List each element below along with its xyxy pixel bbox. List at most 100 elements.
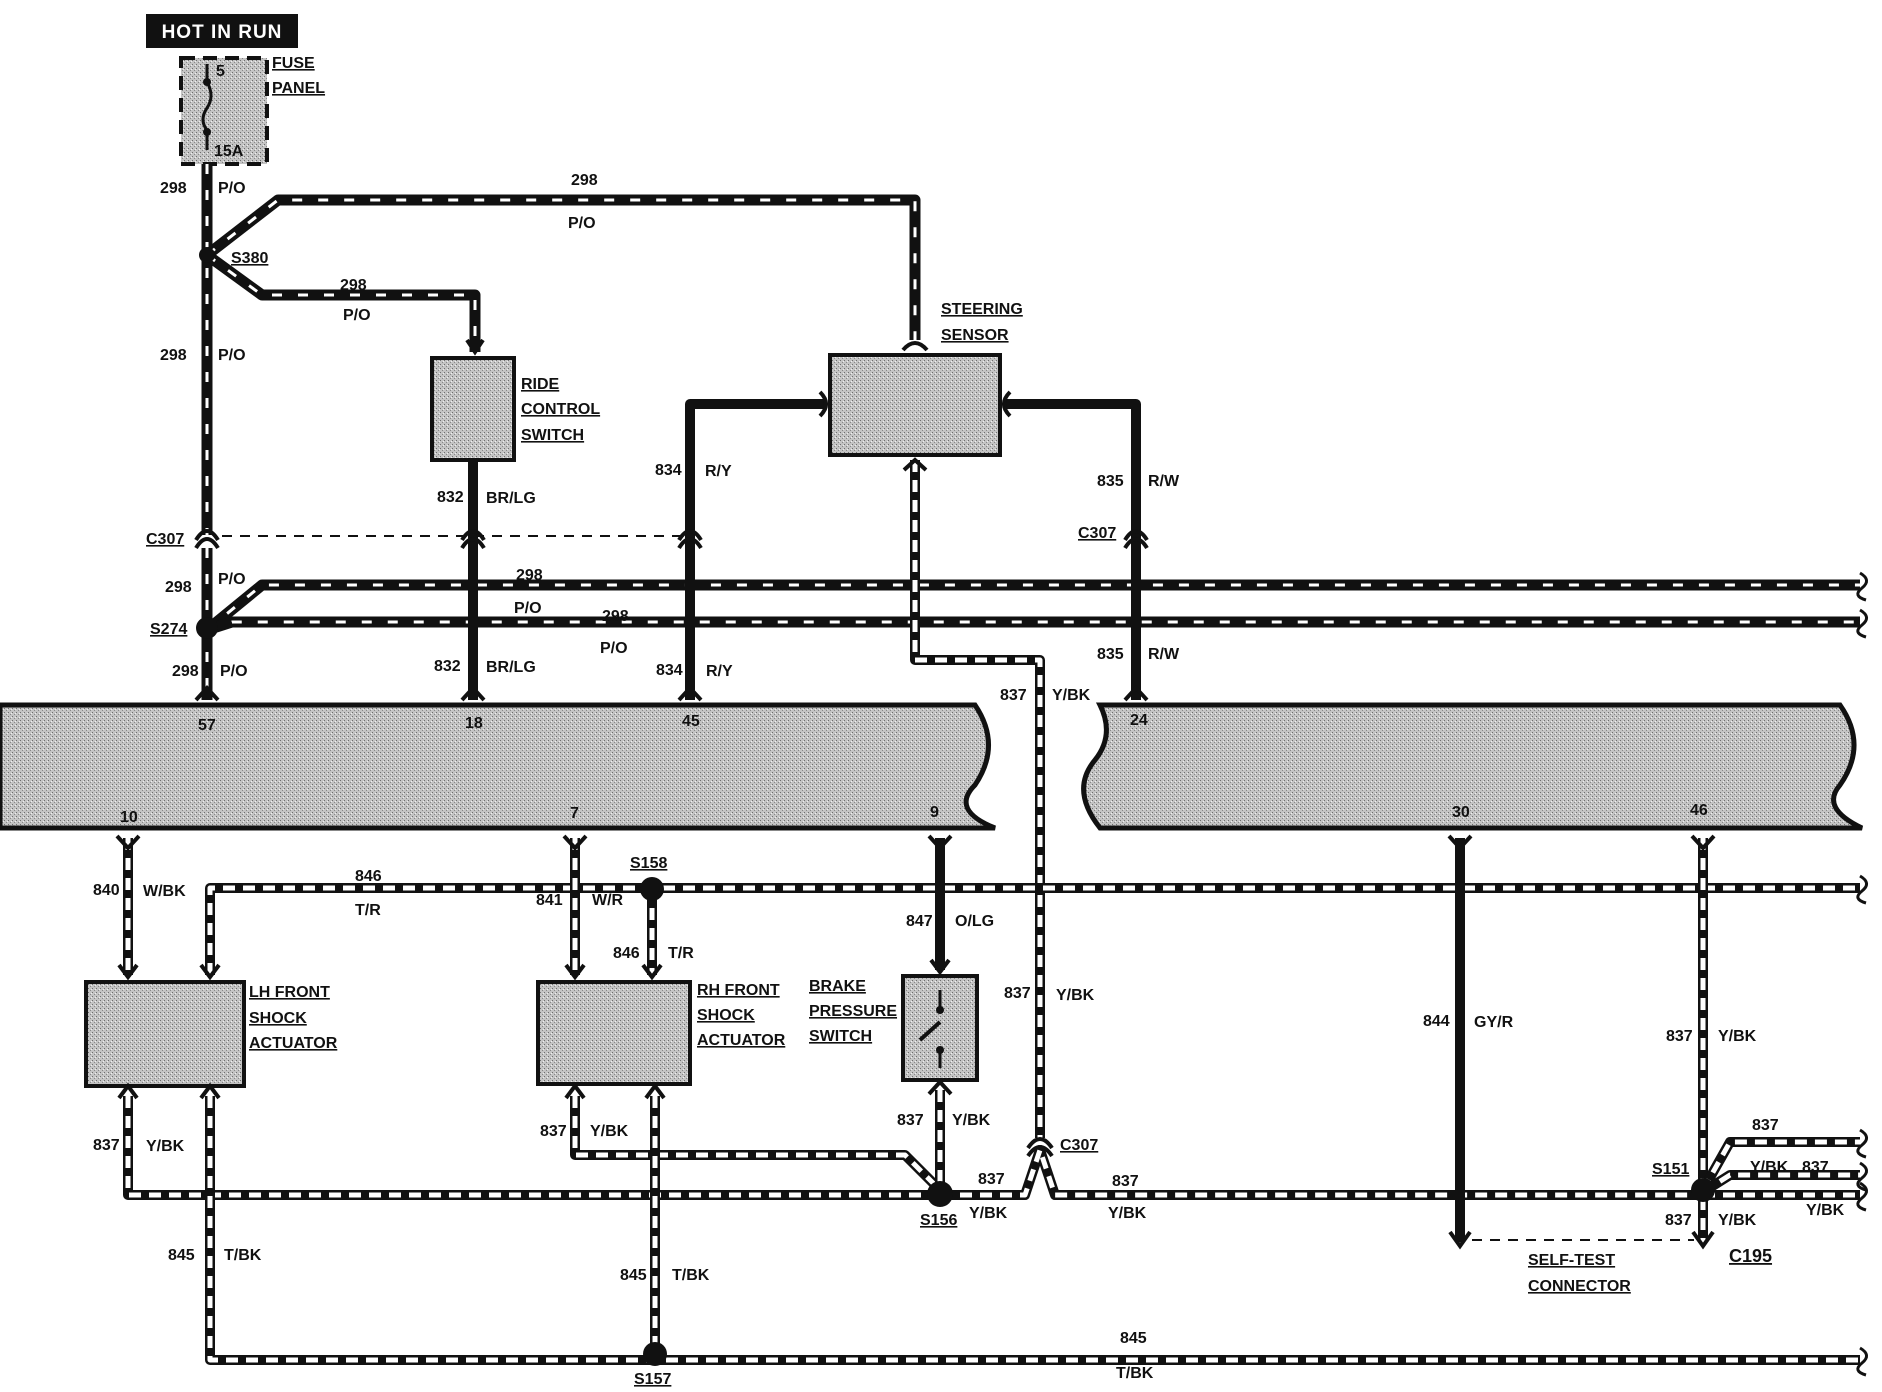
svg-text:C307: C307 <box>146 531 184 548</box>
svg-text:ACTUATOR: ACTUATOR <box>697 1032 786 1049</box>
svg-text:P/O: P/O <box>218 180 246 197</box>
svg-text:BRAKE: BRAKE <box>809 978 866 995</box>
svg-text:SELF-TEST: SELF-TEST <box>1528 1252 1615 1269</box>
svg-text:R/Y: R/Y <box>705 463 732 480</box>
circuit-841: 841 W/R <box>536 834 624 981</box>
splice-s158 <box>640 877 664 901</box>
svg-text:847: 847 <box>906 913 933 930</box>
svg-text:837: 837 <box>897 1112 924 1129</box>
svg-text:C307: C307 <box>1078 525 1116 542</box>
svg-text:837: 837 <box>1665 1212 1692 1229</box>
svg-text:S380: S380 <box>231 250 268 267</box>
svg-text:837: 837 <box>1666 1028 1693 1045</box>
circuit-298-feed: S380 298 P/O 298 P/O 298 P/O 298 P/O <box>160 164 921 535</box>
svg-text:T/R: T/R <box>668 945 694 962</box>
circuit-845: S157 845 T/BK 845 T/BK 845 T/BK <box>168 1082 1868 1388</box>
svg-text:Y/BK: Y/BK <box>1718 1212 1757 1229</box>
svg-text:P/O: P/O <box>568 215 596 232</box>
svg-text:W/BK: W/BK <box>143 883 186 900</box>
fuse-panel: 5 15A FUSE PANEL <box>179 55 325 166</box>
svg-text:P/O: P/O <box>343 307 371 324</box>
svg-text:RIDE: RIDE <box>521 376 560 393</box>
svg-text:GY/R: GY/R <box>1474 1014 1514 1031</box>
svg-text:Y/BK: Y/BK <box>1750 1159 1789 1176</box>
svg-text:835: 835 <box>1097 646 1124 663</box>
svg-text:Y/BK: Y/BK <box>590 1123 629 1140</box>
svg-text:SHOCK: SHOCK <box>249 1010 307 1027</box>
svg-text:P/O: P/O <box>218 347 246 364</box>
svg-text:T/R: T/R <box>355 902 381 919</box>
svg-text:LH FRONT: LH FRONT <box>249 984 330 1001</box>
svg-text:S274: S274 <box>150 621 187 638</box>
svg-text:SHOCK: SHOCK <box>697 1007 755 1024</box>
svg-text:R/W: R/W <box>1148 646 1180 663</box>
svg-text:10: 10 <box>120 809 138 826</box>
svg-text:298: 298 <box>516 567 543 584</box>
svg-text:SWITCH: SWITCH <box>521 427 584 444</box>
hot-in-run-banner: HOT IN RUN <box>146 14 298 48</box>
svg-text:837: 837 <box>1004 985 1031 1002</box>
svg-text:PANEL: PANEL <box>272 80 325 97</box>
svg-text:P/O: P/O <box>220 663 248 680</box>
svg-text:7: 7 <box>570 805 579 822</box>
svg-text:298: 298 <box>160 347 187 364</box>
svg-text:57: 57 <box>198 717 216 734</box>
svg-text:S151: S151 <box>1652 1161 1689 1178</box>
svg-text:SWITCH: SWITCH <box>809 1028 872 1045</box>
svg-text:298: 298 <box>165 579 192 596</box>
svg-text:CONNECTOR: CONNECTOR <box>1528 1278 1631 1295</box>
svg-text:9: 9 <box>930 804 939 821</box>
svg-text:834: 834 <box>656 662 683 679</box>
svg-text:845: 845 <box>168 1247 195 1264</box>
svg-text:S157: S157 <box>634 1371 671 1388</box>
circuit-837-ground-bus: S156 C307 837 Y/BK 837 Y/BK 837 Y/BK 837… <box>93 1079 1705 1229</box>
svg-text:P/O: P/O <box>514 600 542 617</box>
svg-text:832: 832 <box>437 489 464 506</box>
svg-text:835: 835 <box>1097 473 1124 490</box>
svg-text:S156: S156 <box>920 1212 957 1229</box>
ride-control-module: 57 18 45 24 10 7 9 30 46 <box>0 702 1864 831</box>
svg-text:841: 841 <box>536 892 563 909</box>
svg-text:846: 846 <box>613 945 640 962</box>
svg-text:5: 5 <box>216 63 225 80</box>
svg-text:45: 45 <box>682 713 700 730</box>
svg-text:846: 846 <box>355 868 382 885</box>
svg-text:837: 837 <box>1802 1159 1829 1176</box>
circuit-837-self-test: S151 837 Y/BK 837 Y/BK 837 Y/BK 837 Y/BK… <box>1652 834 1868 1266</box>
svg-text:837: 837 <box>93 1137 120 1154</box>
svg-text:834: 834 <box>655 462 682 479</box>
svg-text:R/W: R/W <box>1148 473 1180 490</box>
svg-text:O/LG: O/LG <box>955 913 994 930</box>
switch-contact-icon <box>918 1020 942 1042</box>
svg-text:C307: C307 <box>1060 1137 1098 1154</box>
svg-text:837: 837 <box>1000 687 1027 704</box>
svg-text:840: 840 <box>93 882 120 899</box>
brake-pressure-switch: BRAKE PRESSURE SWITCH <box>809 974 979 1082</box>
connector-c307-left: C307 <box>146 529 688 550</box>
svg-text:CONTROL: CONTROL <box>521 401 600 418</box>
svg-text:837: 837 <box>1112 1173 1139 1190</box>
lh-front-shock-actuator: LH FRONT SHOCK ACTUATOR <box>84 980 338 1088</box>
svg-text:P/O: P/O <box>600 640 628 657</box>
svg-text:P/O: P/O <box>218 571 246 588</box>
svg-text:Y/BK: Y/BK <box>952 1112 991 1129</box>
svg-text:30: 30 <box>1452 804 1470 821</box>
svg-text:Y/BK: Y/BK <box>969 1205 1008 1222</box>
svg-text:Y/BK: Y/BK <box>1056 987 1095 1004</box>
rh-front-shock-actuator: RH FRONT SHOCK ACTUATOR <box>536 980 786 1086</box>
splice-s151 <box>1691 1178 1715 1202</box>
svg-text:298: 298 <box>340 277 367 294</box>
svg-text:18: 18 <box>465 715 483 732</box>
svg-text:837: 837 <box>1752 1117 1779 1134</box>
svg-text:BR/LG: BR/LG <box>486 659 536 676</box>
steering-sensor: STEERING SENSOR <box>828 301 1023 457</box>
svg-text:BR/LG: BR/LG <box>486 490 536 507</box>
ride-control-switch: RIDE CONTROL SWITCH <box>430 356 600 462</box>
svg-text:HOT IN RUN: HOT IN RUN <box>162 22 283 43</box>
circuit-846: S158 846 T/R 846 T/R <box>199 855 1868 981</box>
svg-text:298: 298 <box>160 180 187 197</box>
svg-text:Y/BK: Y/BK <box>146 1138 185 1155</box>
svg-text:C195: C195 <box>1729 1246 1772 1266</box>
circuit-834: 834 R/Y 834 R/Y <box>655 390 828 702</box>
